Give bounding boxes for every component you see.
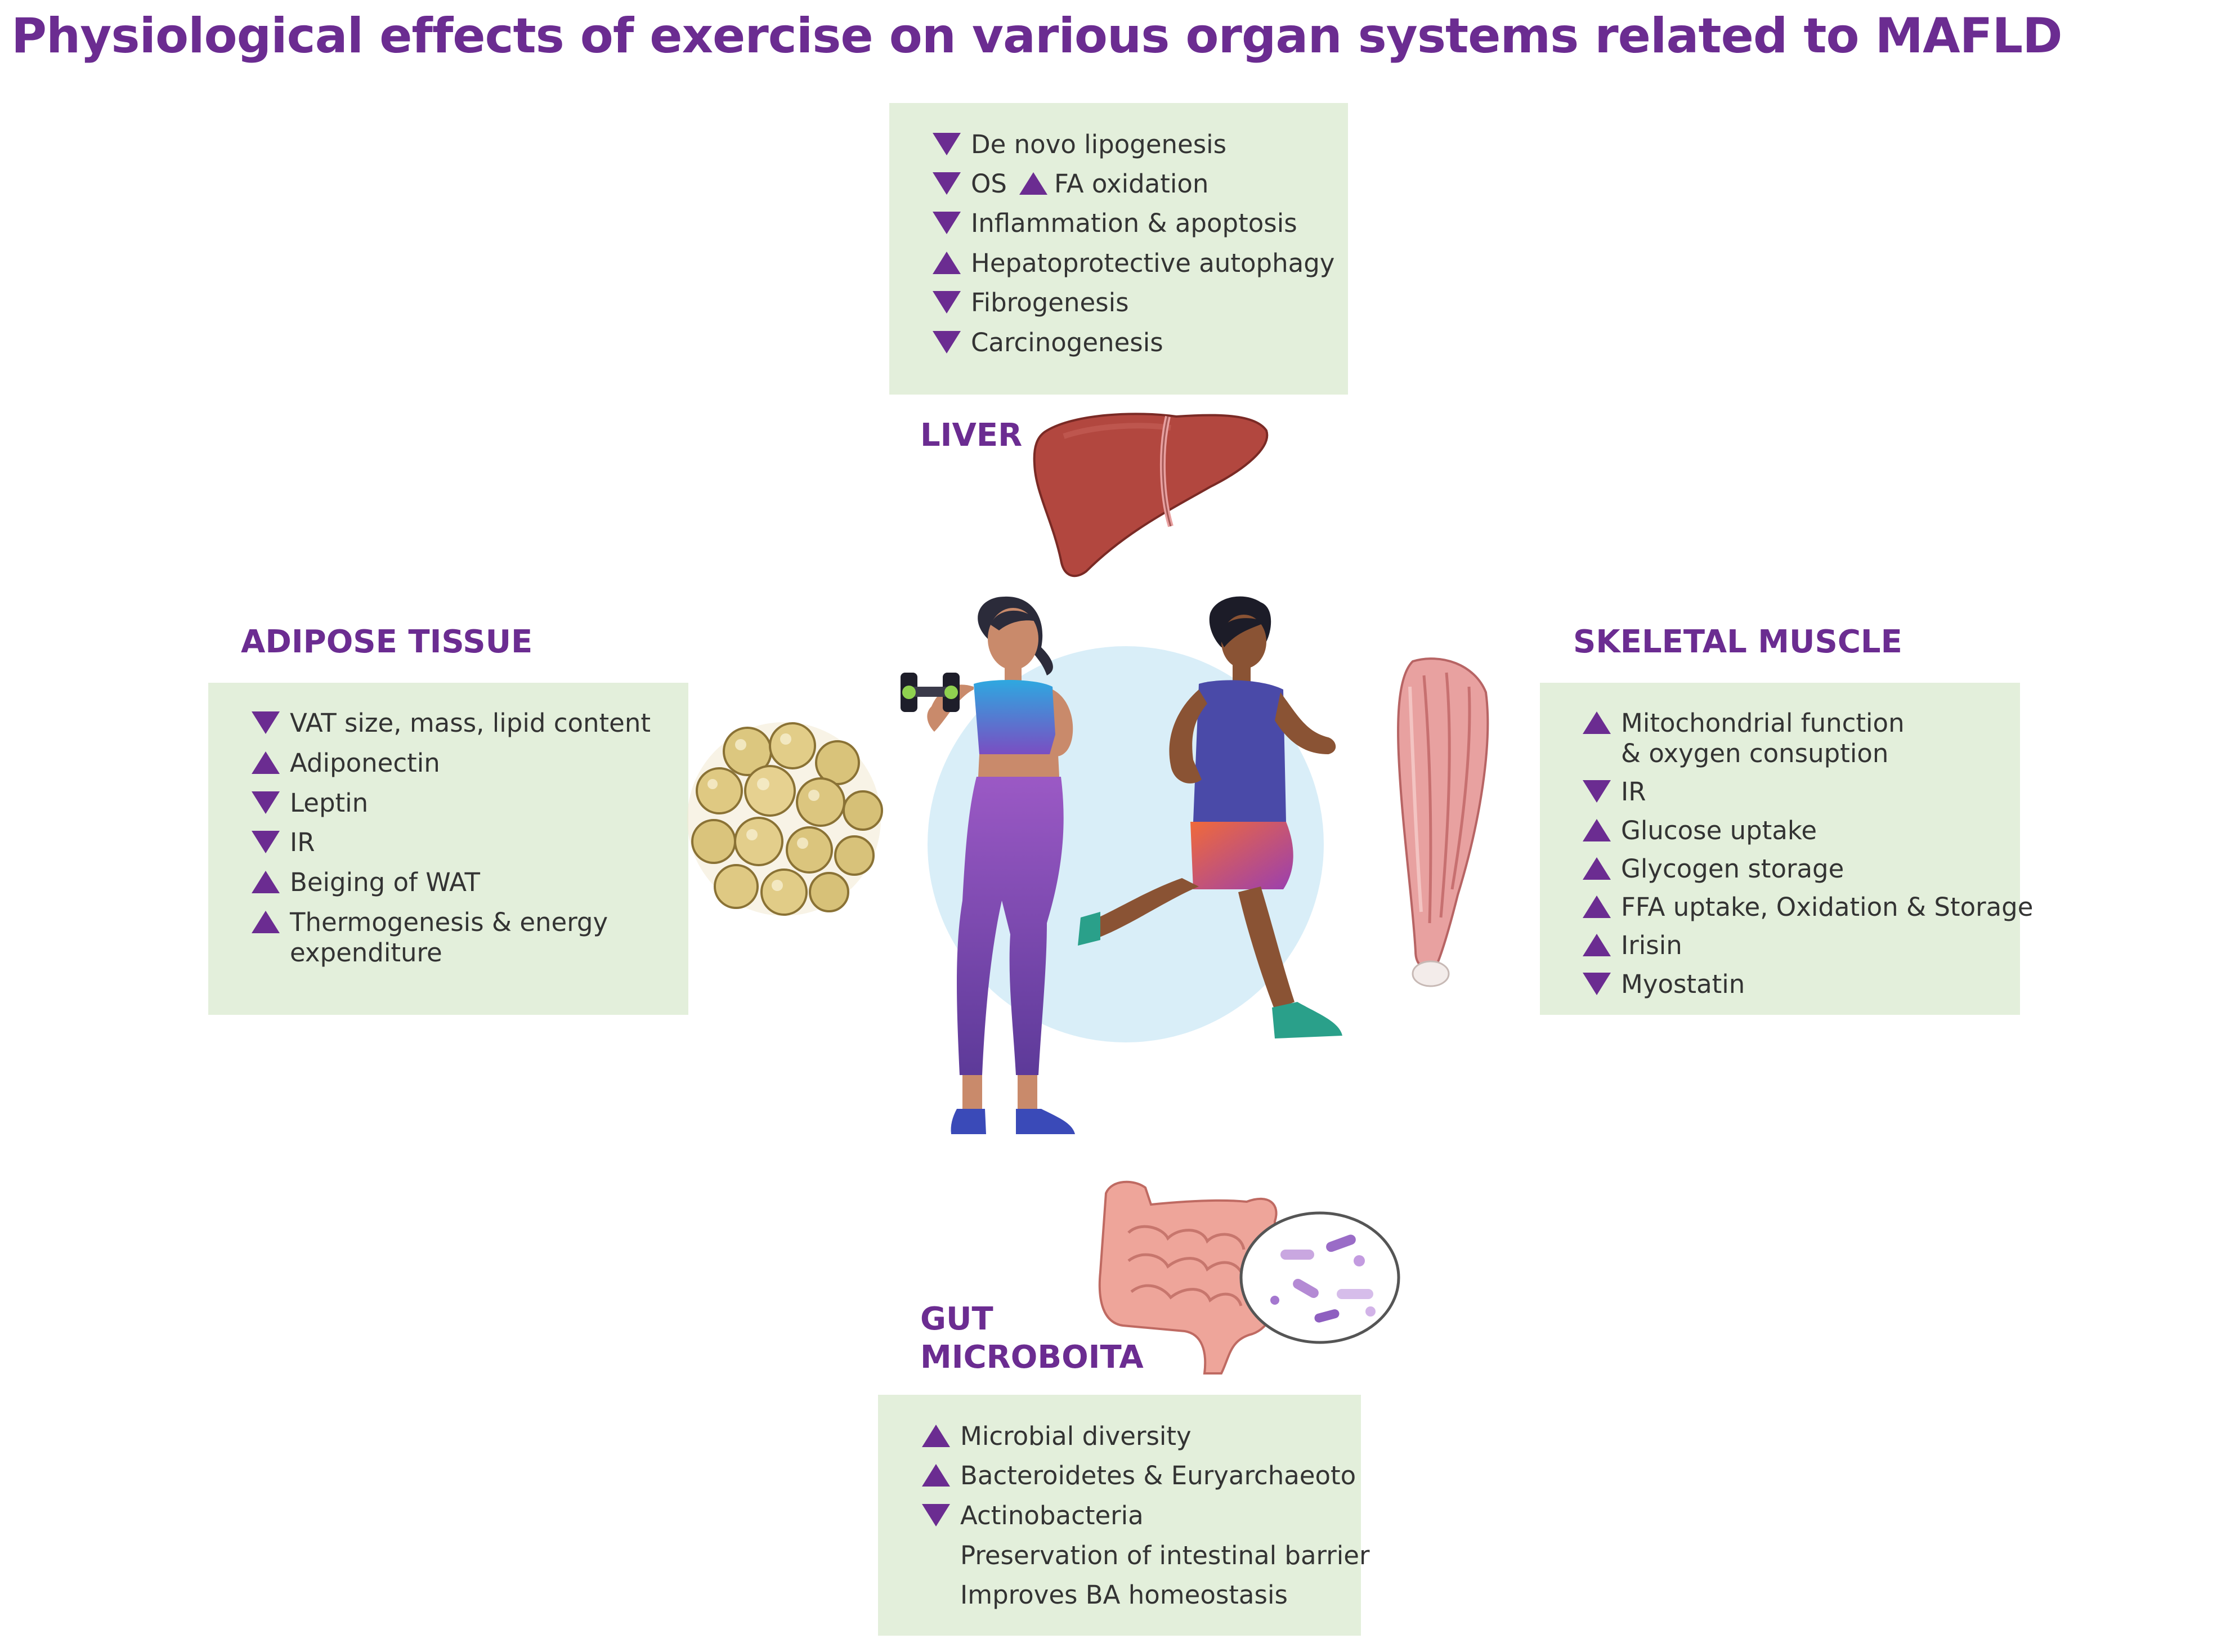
down-triangle-icon <box>933 331 961 353</box>
list-item: IR <box>252 827 315 858</box>
list-item: Myostatin <box>1583 969 1745 1000</box>
list-item: Inflammation & apoptosis <box>933 208 1297 239</box>
list-item-label: Myostatin <box>1621 969 1745 999</box>
list-item-label: Inflammation & apoptosis <box>971 208 1297 238</box>
list-item-label: expenditure <box>290 938 442 968</box>
up-triangle-icon <box>1583 711 1611 734</box>
list-item-label: IR <box>290 827 315 857</box>
down-triangle-icon <box>1583 973 1611 995</box>
list-item-label: Beiging of WAT <box>290 867 481 897</box>
up-triangle-icon <box>922 1464 950 1487</box>
list-item: Leptin <box>252 788 368 818</box>
list-item: Hepatoprotective autophagy <box>933 248 1334 279</box>
list-item-label: Glucose uptake <box>1621 816 1817 845</box>
liver-effects-box <box>889 103 1348 395</box>
list-item-label: Improves BA homeostasis <box>960 1580 1288 1610</box>
list-item-label: Preservation of intestinal barrier <box>960 1541 1370 1570</box>
down-triangle-icon <box>933 291 961 314</box>
list-item: Preservation of intestinal barrier <box>922 1541 1369 1571</box>
list-item-label: FFA uptake, Oxidation & Storage <box>1621 892 2034 922</box>
list-item-label: Carcinogenesis <box>971 328 1163 357</box>
woman-figure <box>901 596 1075 1134</box>
list-item-label: Bacteroidetes & Euryarchaeoto <box>960 1461 1356 1490</box>
intestine-illustration <box>1098 1180 1400 1375</box>
exercising-people-illustration <box>901 596 1342 1134</box>
list-item: Mitochondrial function <box>1583 708 1905 738</box>
list-item: Irisin <box>1583 930 1682 961</box>
list-item-continuation: & oxygen consuption <box>1583 738 1888 769</box>
list-item-continuation: expenditure <box>252 938 442 968</box>
list-item-label: Actinobacteria <box>960 1501 1144 1530</box>
gut-effects-box <box>878 1395 1361 1636</box>
down-triangle-icon <box>252 831 280 853</box>
down-triangle-icon <box>933 172 961 195</box>
up-triangle-icon <box>1583 857 1611 880</box>
muscle-illustration <box>1397 657 1489 987</box>
list-item: Thermogenesis & energy <box>252 907 608 938</box>
list-item-label: De novo lipogenesis <box>971 129 1227 159</box>
down-triangle-icon <box>252 791 280 814</box>
adipose-heading: ADIPOSE TISSUE <box>241 624 533 660</box>
liver-heading: LIVER <box>920 417 1023 454</box>
page-title: Physiological effects of exercise on var… <box>11 8 2063 64</box>
list-item: De novo lipogenesis <box>933 129 1226 160</box>
up-triangle-icon <box>1583 896 1611 918</box>
adipose-effects-box <box>208 683 688 1015</box>
liver-illustration <box>1033 413 1269 577</box>
list-item-label: FA oxidation <box>1054 169 1209 199</box>
list-item-label: VAT size, mass, lipid content <box>290 708 651 738</box>
list-item-label: Microbial diversity <box>960 1421 1192 1451</box>
muscle-heading: SKELETAL MUSCLE <box>1573 624 1902 660</box>
list-item-label: Irisin <box>1621 930 1682 960</box>
list-item-label: IR <box>1621 777 1646 807</box>
list-item: VAT size, mass, lipid content <box>252 708 651 738</box>
muscle-effects-box <box>1540 683 2020 1015</box>
list-item: Glycogen storage <box>1583 854 1844 884</box>
up-triangle-icon <box>1019 172 1047 195</box>
list-item: Microbial diversity <box>922 1421 1192 1452</box>
fat-cells-illustration <box>687 722 883 916</box>
list-item-label: OS <box>971 169 1007 199</box>
gut-heading-line1: GUT <box>920 1301 993 1337</box>
list-item: Fibrogenesis <box>933 288 1129 318</box>
list-item: Actinobacteria <box>922 1501 1144 1531</box>
list-item-label: Leptin <box>290 788 369 818</box>
man-figure <box>1078 596 1342 1038</box>
list-item: Adiponectin <box>252 748 440 778</box>
gut-heading-line2: MICROBOITA <box>920 1339 1144 1376</box>
up-triangle-icon <box>933 252 961 274</box>
down-triangle-icon <box>933 212 961 234</box>
down-triangle-icon <box>1583 780 1611 803</box>
list-item: Carcinogenesis <box>933 328 1163 358</box>
list-item-label: Glycogen storage <box>1621 854 1844 884</box>
list-item-label: Mitochondrial function <box>1621 708 1905 738</box>
down-triangle-icon <box>922 1504 950 1526</box>
up-triangle-icon <box>1583 934 1611 956</box>
list-item: Glucose uptake <box>1583 816 1817 846</box>
list-item: OS FA oxidation <box>933 169 1208 199</box>
list-item-label: Fibrogenesis <box>971 288 1129 317</box>
list-item: IR <box>1583 777 1646 807</box>
list-item-label: & oxygen consuption <box>1621 738 1889 768</box>
list-item-label: Adiponectin <box>290 748 440 778</box>
up-triangle-icon <box>252 751 280 774</box>
up-triangle-icon <box>1583 819 1611 841</box>
up-triangle-icon <box>252 871 280 893</box>
list-item: Beiging of WAT <box>252 867 480 898</box>
up-triangle-icon <box>922 1425 950 1447</box>
list-item: FFA uptake, Oxidation & Storage <box>1583 892 2033 923</box>
list-item-label: Thermogenesis & energy <box>290 907 608 937</box>
list-item-label: Hepatoprotective autophagy <box>971 248 1335 278</box>
list-item: Bacteroidetes & Euryarchaeoto <box>922 1461 1356 1491</box>
down-triangle-icon <box>252 711 280 734</box>
up-triangle-icon <box>252 911 280 933</box>
list-item: Improves BA homeostasis <box>922 1580 1288 1610</box>
down-triangle-icon <box>933 133 961 155</box>
